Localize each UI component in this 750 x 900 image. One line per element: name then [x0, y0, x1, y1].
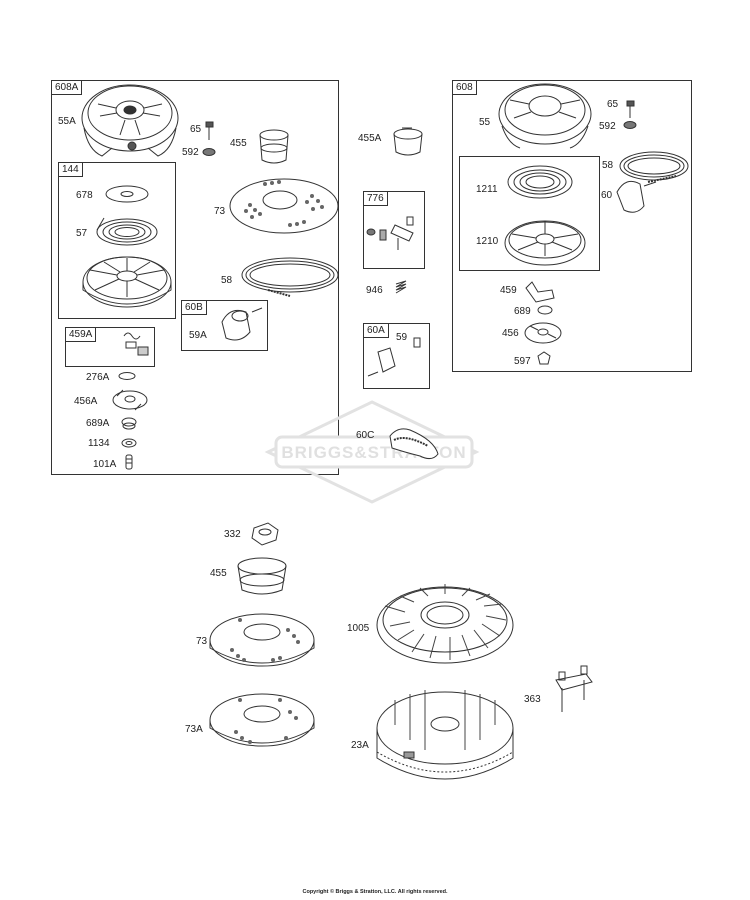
- bolt-65-left-drawing: [205, 121, 214, 140]
- part-label-23A: 23A: [351, 740, 369, 751]
- assembly-label-608A: 608A: [52, 81, 83, 95]
- rope-58-right-drawing: [619, 151, 689, 183]
- part-label-689A: 689A: [86, 418, 110, 429]
- assembly-label-459A: 459A: [66, 328, 97, 342]
- part-label-689: 689: [514, 306, 531, 317]
- part-label-1005: 1005: [347, 623, 370, 634]
- part-label-73A: 73A: [185, 724, 203, 735]
- retainer-456A-drawing: [112, 389, 148, 411]
- part-label-55A: 55A: [58, 116, 76, 127]
- screw-597-drawing: [537, 351, 551, 365]
- handle-60-drawing: [616, 180, 657, 213]
- spring-689A-drawing: [121, 417, 137, 430]
- part-label-59A: 59A: [189, 330, 207, 341]
- part-label-73-top: 73: [214, 206, 226, 217]
- plate-73-top-drawing: [229, 178, 339, 234]
- fan-1005-drawing: [376, 584, 514, 664]
- screw-101A-drawing: [125, 454, 133, 470]
- part-label-73-bottom: 73: [196, 636, 208, 647]
- spring-946-drawing: [395, 280, 407, 294]
- part-label-455-bottom: 455: [210, 568, 227, 579]
- brake-363-drawing: [555, 665, 593, 712]
- part-label-332: 332: [224, 529, 241, 540]
- cup-455A-drawing: [393, 127, 423, 156]
- pawl-459-drawing: [525, 281, 555, 303]
- pulley-1210-drawing: [504, 220, 586, 266]
- spring-689-drawing: [537, 305, 553, 315]
- rewind-housing-55A-drawing: [81, 84, 179, 157]
- assembly-box-1211-1210: [459, 156, 600, 271]
- assembly-label-608: 608: [453, 81, 477, 95]
- assembly-box-608A: 608A: [51, 80, 339, 475]
- part-label-1211: 1211: [476, 184, 498, 195]
- rewind-housing-55-drawing: [498, 83, 592, 149]
- plate-73-bottom-drawing: [209, 613, 315, 667]
- assembly-box-608: 608: [452, 80, 692, 372]
- part-label-58-left: 58: [221, 275, 233, 286]
- clip-276A-drawing: [118, 372, 136, 380]
- part-label-946: 946: [366, 285, 383, 296]
- part-label-678: 678: [76, 190, 93, 201]
- part-label-455A: 455A: [358, 133, 382, 144]
- part-label-65-right: 65: [607, 99, 619, 110]
- assembly-label-776: 776: [364, 192, 388, 206]
- part-label-597: 597: [514, 356, 531, 367]
- flywheel-23A-drawing: [376, 690, 514, 780]
- assembly-box-776: 776: [363, 191, 425, 269]
- handle-59A-drawing: [221, 307, 263, 341]
- nut-592-right-drawing: [623, 121, 637, 129]
- retainer-456-drawing: [524, 322, 562, 344]
- assembly-box-144: 144: [58, 162, 176, 319]
- plate-73A-drawing: [209, 693, 315, 747]
- assembly-box-60A: 60A: [363, 323, 430, 389]
- part-label-459: 459: [500, 285, 517, 296]
- watermark-text: BRIGGS&STRATTON: [281, 443, 466, 462]
- pulley-144-drawing: [82, 256, 172, 308]
- cup-455-top-drawing: [259, 129, 289, 164]
- assembly-box-60B: 60B: [181, 300, 268, 351]
- part-label-1210: 1210: [476, 236, 499, 247]
- part-label-592-right: 592: [599, 121, 616, 132]
- nut-592-left-drawing: [202, 148, 216, 156]
- part-label-59: 59: [396, 332, 408, 343]
- part-label-58-right: 58: [602, 160, 614, 171]
- handle-60A-drawing: [367, 337, 421, 377]
- rope-58-left-drawing: [241, 257, 339, 297]
- copyright-notice: Copyright © Briggs & Stratton, LLC. All …: [302, 889, 448, 895]
- assembly-box-459A: 459A: [65, 327, 155, 367]
- assembly-label-60A: 60A: [364, 324, 389, 338]
- washer-678-drawing: [105, 185, 149, 203]
- assembly-label-144: 144: [59, 163, 83, 177]
- bolt-65-right-drawing: [626, 100, 635, 118]
- part-label-57: 57: [76, 228, 88, 239]
- pawl-459A-drawing: [123, 332, 149, 356]
- part-label-276A: 276A: [86, 372, 110, 383]
- part-label-65-left: 65: [190, 124, 202, 135]
- spring-57-drawing: [96, 217, 158, 246]
- part-label-456: 456: [502, 328, 519, 339]
- part-label-363: 363: [524, 694, 541, 705]
- washer-1134-drawing: [121, 438, 137, 448]
- part-label-101A: 101A: [93, 459, 117, 470]
- part-label-60: 60: [601, 190, 613, 201]
- spring-1211-drawing: [507, 165, 573, 199]
- part-label-456A: 456A: [74, 396, 98, 407]
- handle-60C-drawing: [389, 428, 439, 460]
- assembly-label-60B: 60B: [182, 301, 207, 315]
- part-label-60C: 60C: [356, 430, 375, 441]
- part-label-592-left: 592: [182, 147, 199, 158]
- brake-kit-776-drawing: [366, 216, 414, 250]
- cup-455-bottom-drawing: [237, 557, 287, 595]
- part-label-1134: 1134: [88, 438, 110, 449]
- part-label-55: 55: [479, 117, 491, 128]
- part-label-455-top: 455: [230, 138, 247, 149]
- nut-332-drawing: [251, 522, 279, 546]
